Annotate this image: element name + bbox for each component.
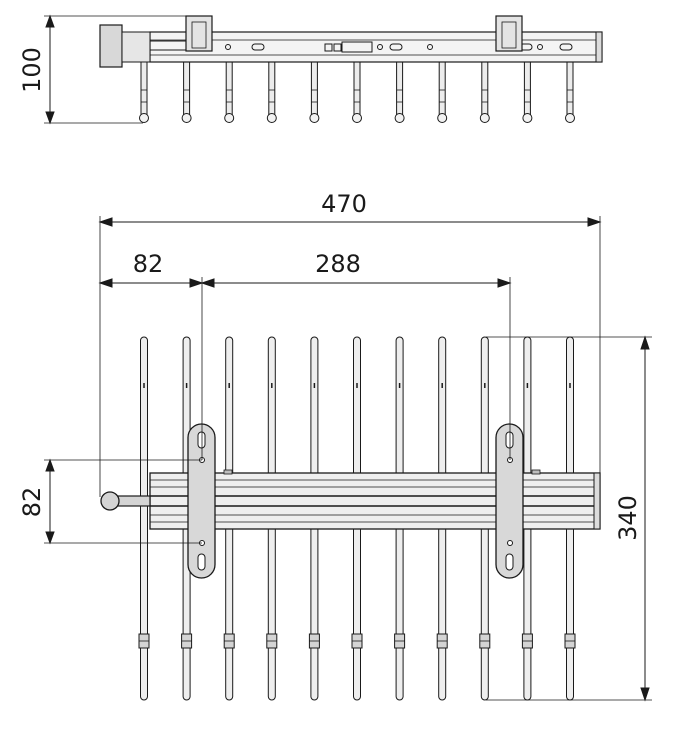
dimension-label-depth: 340 bbox=[614, 495, 642, 541]
dimension-label-top-height: 100 bbox=[18, 47, 46, 93]
dimension-left-offset bbox=[98, 277, 204, 460]
side-rail-body bbox=[149, 31, 603, 63]
plan-rail bbox=[149, 472, 601, 530]
side-handle-block bbox=[99, 24, 123, 68]
side-rod bbox=[565, 61, 575, 123]
plan-rod bbox=[138, 336, 150, 701]
dimension-label-total-width: 470 bbox=[321, 190, 367, 218]
side-rail-end-cap bbox=[595, 31, 603, 63]
side-view: 100 bbox=[18, 14, 603, 125]
side-rod bbox=[139, 61, 149, 123]
plan-bracket-right bbox=[495, 423, 524, 579]
side-view-rods bbox=[139, 61, 575, 123]
side-rod bbox=[352, 61, 362, 123]
dimension-top-height bbox=[44, 14, 186, 125]
side-rod bbox=[224, 61, 235, 123]
dimension-label-bracket-spacing: 288 bbox=[315, 250, 361, 278]
side-rod bbox=[181, 61, 192, 123]
plan-view: 470 82 288 82 bbox=[18, 190, 652, 702]
side-rod bbox=[266, 61, 277, 123]
side-handle-collar bbox=[121, 31, 151, 63]
side-rod bbox=[394, 61, 405, 123]
side-rod bbox=[437, 61, 448, 123]
plan-rail-nubs bbox=[223, 469, 541, 475]
side-rail-holes bbox=[225, 41, 573, 53]
dimension-bracket-spacing bbox=[200, 277, 512, 460]
side-rod bbox=[479, 61, 490, 123]
dimension-label-left-offset: 82 bbox=[133, 250, 164, 278]
dimension-label-bracket-height: 82 bbox=[18, 487, 46, 518]
side-bracket-right bbox=[495, 15, 523, 52]
plan-handle bbox=[100, 491, 151, 511]
side-rod bbox=[522, 61, 533, 123]
dimension-total-width bbox=[98, 216, 602, 497]
plan-bracket-left bbox=[187, 423, 216, 579]
dimension-depth bbox=[486, 335, 652, 702]
dimension-bracket-height bbox=[44, 458, 202, 545]
side-rod bbox=[309, 61, 320, 123]
side-bracket-left bbox=[185, 15, 213, 52]
